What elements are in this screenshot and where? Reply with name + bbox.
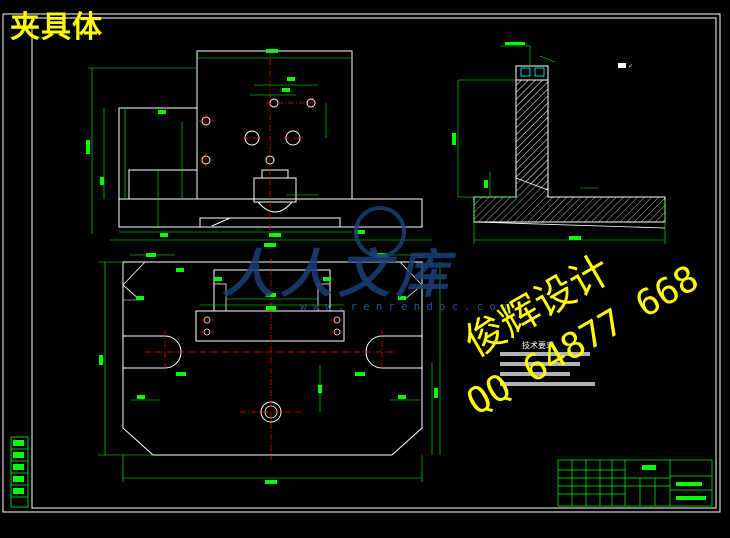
plan-view <box>98 253 441 484</box>
tech-requirement-line-4 <box>500 382 595 386</box>
outer-border <box>2 13 721 513</box>
tech-requirement-line-2 <box>500 362 580 366</box>
watermark-url: www.renrendoc.com <box>300 300 515 313</box>
watermark-logo-icon <box>354 206 406 258</box>
tech-requirement-line-3 <box>500 372 570 376</box>
side-view: ✓ <box>452 42 666 244</box>
title-block <box>557 459 713 507</box>
inner-border <box>31 17 717 509</box>
tech-requirements-title: 技术要求 <box>522 341 554 350</box>
drawing-title: 夹具体 <box>10 10 103 45</box>
svg-text:✓: ✓ <box>628 63 633 70</box>
side-label-strip <box>10 436 29 508</box>
tech-requirement-line-1 <box>500 352 590 356</box>
watermark-site-name: 人人文库 <box>222 246 455 304</box>
front-view <box>86 48 432 247</box>
